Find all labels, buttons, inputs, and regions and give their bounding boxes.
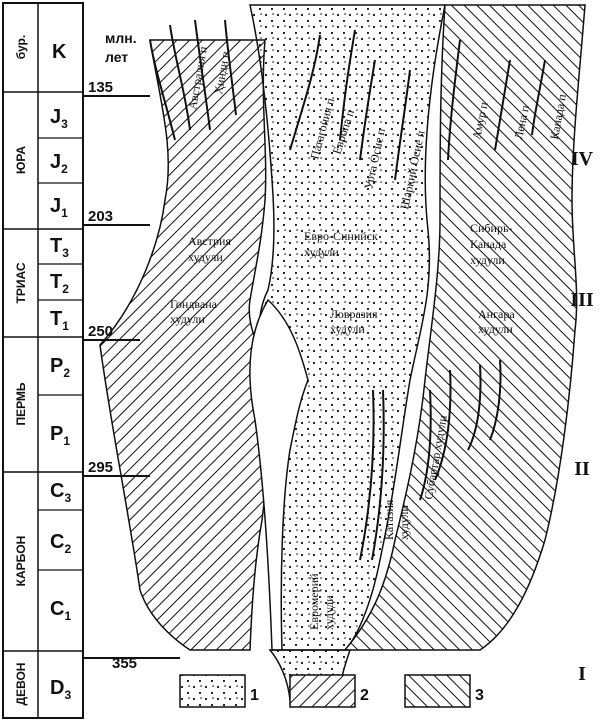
time-scale: бур. ЮРА ТРИАС ПЕРМЬ КАРБОН ДЕВОН K J3 J… [3, 3, 83, 718]
stage-label: C1 [50, 598, 71, 623]
legend: 1 2 3 [180, 675, 484, 707]
stage-label: P1 [50, 423, 70, 448]
realm-austria-sub: худули [188, 250, 223, 264]
stage-label: T1 [50, 308, 69, 333]
legend-label: 1 [250, 687, 259, 704]
age-label: 295 [88, 459, 113, 476]
period-label: ТРИАС [14, 262, 28, 303]
realm-euramerian-sub: худуди [322, 595, 336, 630]
age-label: 250 [88, 323, 113, 340]
realm-siberia-canada-2: Канада [470, 237, 507, 251]
stage-label: P2 [50, 355, 70, 380]
stage-label: J2 [50, 151, 68, 176]
realm-euramerian: Евромерий [307, 573, 321, 630]
age-label: 135 [88, 79, 113, 96]
legend-label: 2 [360, 687, 369, 704]
zone-numeral: IV [571, 148, 594, 170]
stage-label: C2 [50, 531, 71, 556]
period-label: ПЕРМЬ [14, 382, 28, 425]
realm-siberia-canada: Сибирь- [470, 221, 512, 235]
stage-label: D3 [50, 677, 71, 702]
legend-swatch-dots [180, 675, 245, 707]
stage-label: T2 [50, 271, 69, 296]
stage-label: K [52, 41, 67, 63]
period-label: ЮРА [14, 146, 28, 174]
legend-swatch-hatch-left [405, 675, 470, 707]
realm-gondwana-sub: худули [170, 312, 205, 326]
age-header-line2: лет [105, 49, 128, 65]
realm-katasia-sub: худули [397, 505, 411, 540]
age-label: 203 [88, 208, 113, 225]
age-label: 355 [112, 655, 137, 672]
realm-euro-sinian-sub: худули [304, 245, 339, 259]
realm-lovrasia: Ловразия [330, 307, 378, 321]
zone-numeral: III [570, 289, 594, 311]
realm-lovrasia-sub: худули [330, 322, 365, 336]
realm-austria: Австрия [188, 234, 231, 248]
stage-label: J3 [50, 106, 68, 131]
period-label: бур. [14, 35, 28, 59]
realm-euro-sinian: Евро-Синийск [304, 229, 378, 243]
legend-label: 3 [475, 687, 484, 704]
period-label: ДЕВОН [14, 663, 28, 706]
period-label: КАРБОН [14, 536, 28, 587]
realm-angara-sub: худули [478, 322, 513, 336]
realm-katasia: Катазия [382, 499, 396, 540]
stage-label: C3 [50, 480, 71, 505]
stage-label: T3 [50, 235, 69, 260]
stage-label: J1 [50, 195, 68, 220]
zone-numeral: II [574, 458, 590, 480]
realm-siberia-canada-3: худули [470, 253, 505, 267]
legend-swatch-hatch-right [290, 675, 355, 707]
age-header-line1: млн. [105, 30, 137, 46]
zone-numeral: I [578, 663, 586, 685]
realm-angara: Ангара [478, 307, 515, 321]
realm-gondwana: Гондвана [170, 297, 218, 311]
